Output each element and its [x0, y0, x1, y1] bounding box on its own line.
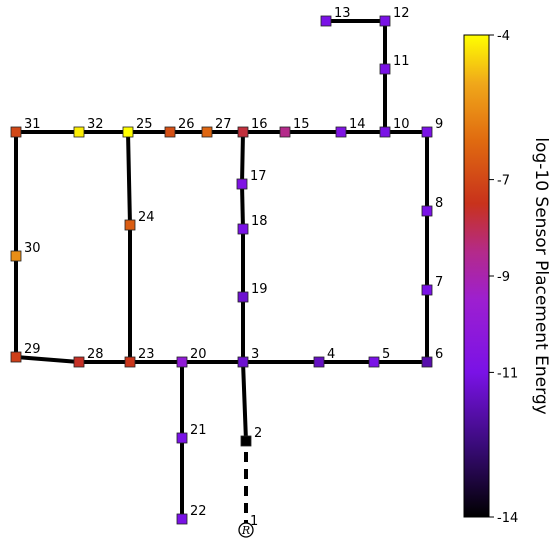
node-label-31: 31: [24, 117, 41, 132]
node-label-1: 1: [250, 514, 258, 529]
node-label-29: 29: [24, 342, 41, 357]
junction-node-22: [176, 513, 188, 525]
node-label-26: 26: [178, 117, 195, 132]
nodes-layer: [10, 15, 433, 538]
junction-node-28: [73, 356, 85, 368]
node-label-9: 9: [435, 117, 443, 132]
node-label-21: 21: [190, 423, 207, 438]
node-label-16: 16: [251, 117, 268, 132]
colorbar-tick-label: -14: [497, 511, 518, 526]
node-label-18: 18: [251, 214, 268, 229]
colorbar-tick-label: -7: [497, 174, 510, 189]
colorbar-gradient: [463, 34, 490, 518]
node-label-11: 11: [393, 54, 410, 69]
node-label-6: 6: [435, 347, 443, 362]
node-label-25: 25: [136, 117, 153, 132]
colorbar-tick-label: -4: [497, 29, 510, 44]
junction-node-26: [164, 126, 176, 138]
junction-node-17: [236, 178, 248, 190]
node-label-22: 22: [190, 504, 207, 519]
node-label-30: 30: [24, 241, 41, 256]
colorbar-ticks: -4 -7 -9 -11 -14: [489, 29, 518, 526]
junction-node-11: [379, 63, 391, 75]
junction-node-10: [379, 126, 391, 138]
node-label-5: 5: [382, 347, 390, 362]
junction-node-8: [421, 205, 433, 217]
junction-node-32: [73, 126, 85, 138]
pipe-2-3: [241, 360, 248, 443]
reservoir-symbol: R: [241, 524, 250, 537]
colorbar-tick-label: -11: [497, 366, 518, 381]
node-label-28: 28: [87, 347, 104, 362]
junction-node-21: [176, 432, 188, 444]
junction-node-29: [10, 351, 22, 363]
node-label-23: 23: [138, 347, 155, 362]
junction-node-30: [10, 250, 22, 262]
junction-node-15: [279, 126, 291, 138]
node-label-14: 14: [349, 117, 366, 132]
node-label-27: 27: [215, 117, 232, 132]
node-label-32: 32: [87, 117, 104, 132]
node-label-24: 24: [138, 210, 155, 225]
reservoir-node: [238, 522, 254, 538]
junction-node-20: [176, 356, 188, 368]
pipe-24-25: [126, 130, 132, 227]
junction-node-19: [237, 291, 249, 303]
colorbar: -4 -7 -9 -11 -14 log-10 Sensor Placement Ene…: [463, 29, 550, 526]
junction-node-6: [421, 356, 433, 368]
node-label-4: 4: [327, 347, 335, 362]
node-label-2: 2: [254, 426, 262, 441]
junction-node-14: [335, 126, 347, 138]
junction-node-3: [237, 356, 249, 368]
junction-node-4: [313, 356, 325, 368]
pipe-16-17: [240, 130, 245, 186]
junction-node-13: [320, 15, 332, 27]
node-label-19: 19: [251, 282, 268, 297]
junction-node-16: [237, 126, 249, 138]
junction-node-5: [368, 356, 380, 368]
node-label-10: 10: [393, 117, 410, 132]
node-label-13: 13: [334, 6, 351, 21]
junction-node-31: [10, 126, 22, 138]
junction-node-27: [201, 126, 213, 138]
junction-node-18: [237, 223, 249, 235]
node-label-3: 3: [251, 347, 259, 362]
node-label-8: 8: [435, 196, 443, 211]
node-label-7: 7: [435, 275, 443, 290]
junction-node-12: [379, 15, 391, 27]
pipe-17-18: [240, 182, 245, 231]
colorbar-tick-label: -9: [497, 270, 510, 285]
junction-node-23: [124, 356, 136, 368]
colorbar-title: log-10 Sensor Placement Energy: [531, 137, 550, 414]
node-label-20: 20: [190, 347, 207, 362]
junction-node-9: [421, 126, 433, 138]
node-label-17: 17: [250, 169, 267, 184]
pipe-29-28: [14, 355, 81, 364]
junction-node-2: [240, 435, 252, 447]
node-label-15: 15: [293, 117, 310, 132]
pipes-layer: [14, 19, 429, 530]
node-label-12: 12: [393, 6, 410, 21]
junction-node-7: [421, 284, 433, 296]
junction-node-25: [122, 126, 134, 138]
junction-node-24: [124, 219, 136, 231]
